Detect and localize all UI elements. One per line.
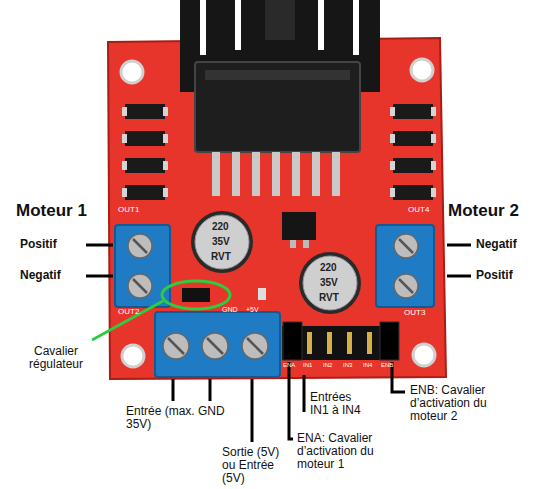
jumper-callout: ENA: Cavalier d’activation du moteur 1	[297, 432, 401, 472]
jumper-leader	[92, 301, 163, 340]
silkscreen-label: OUT2	[118, 308, 139, 317]
regulator-jumper	[162, 281, 230, 309]
capacitor-marking: 220	[212, 221, 229, 232]
pin-name: IN2	[323, 362, 332, 369]
capacitors	[191, 211, 361, 314]
silkscreen-label: GND	[222, 306, 238, 314]
control-header	[282, 322, 399, 360]
silkscreen-label: +5V	[246, 306, 259, 314]
terminal-callout: GND	[198, 405, 225, 418]
terminal-callout: Entrée (max. 35V)	[126, 405, 198, 431]
polarity-label: Negatif	[20, 269, 61, 282]
silkscreen-label: OUT4	[408, 206, 429, 215]
motor-title: Moteur 2	[448, 202, 519, 221]
diodes	[122, 104, 436, 200]
motor-title: Moteur 1	[16, 202, 87, 221]
capacitor-marking: 35V	[320, 277, 338, 288]
capacitor-marking: 35V	[212, 236, 230, 247]
l298-chip	[195, 62, 360, 196]
pin-name: IN3	[343, 362, 352, 369]
power-terminal	[155, 312, 280, 377]
capacitor-marking: RVT	[319, 292, 339, 303]
silkscreen-label: OUT1	[118, 206, 139, 215]
input-callout: Entrées IN1 à IN4	[310, 391, 372, 417]
silkscreen-label: OUT3	[404, 309, 425, 318]
pin-name: ENA	[283, 362, 295, 369]
pin-name: ENB	[381, 362, 393, 369]
polarity-label: Positif	[476, 269, 513, 282]
polarity-label: Negatif	[476, 238, 517, 251]
capacitor-marking: RVT	[211, 251, 231, 262]
pin-name: IN1	[303, 362, 312, 369]
jumper-callout: Cavalier régulateur	[22, 345, 90, 371]
terminal-callout: Sortie (5V) ou Entrée (5V)	[222, 446, 294, 486]
pin-name: IN4	[363, 362, 372, 369]
polarity-label: Positif	[20, 238, 57, 251]
heatsink	[180, 0, 380, 92]
jumper-callout: ENB: Cavalier d’activation du moteur 2	[410, 384, 514, 424]
regulator	[258, 212, 316, 300]
capacitor-marking: 220	[320, 262, 337, 273]
pcb	[108, 38, 446, 379]
